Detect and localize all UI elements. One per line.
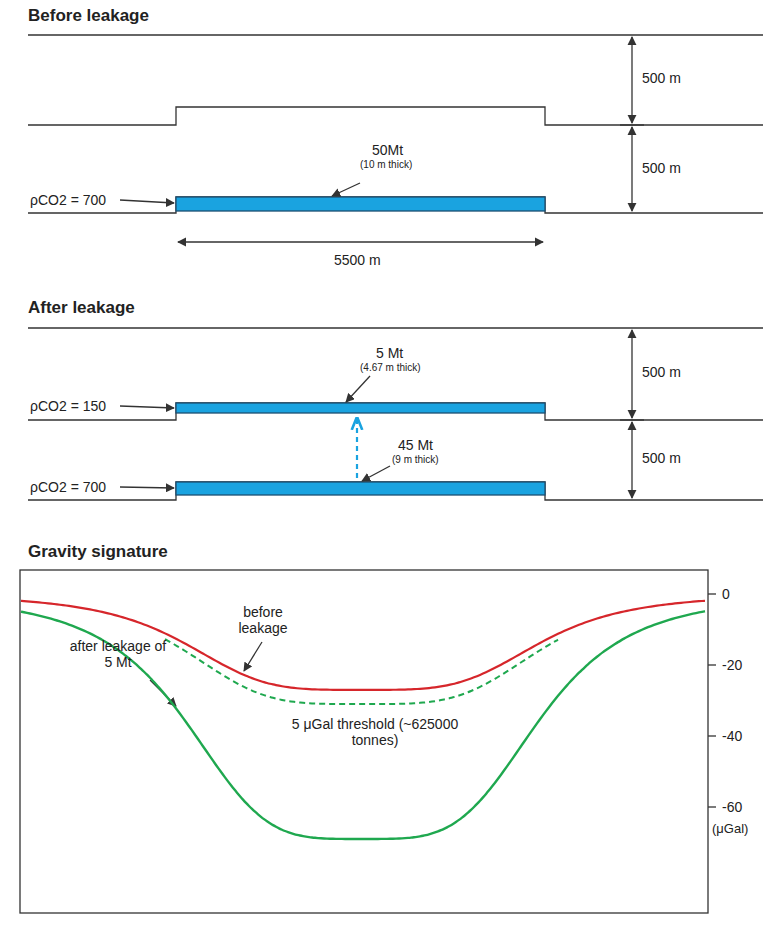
- axis-tick: [708, 735, 716, 736]
- surface-line: [28, 327, 763, 328]
- axis-tick: [708, 593, 716, 594]
- thickness-label: (10 m thick): [360, 159, 412, 171]
- panel-title: After leakage: [28, 298, 135, 318]
- leader-line: [120, 406, 174, 408]
- chart-frame: [20, 570, 708, 913]
- dimension-arrow: [631, 422, 632, 498]
- co2-layer: [176, 482, 545, 495]
- co2-layer: [176, 403, 545, 413]
- co2-layer: [176, 197, 545, 211]
- axis-tick-label: 0: [722, 586, 730, 602]
- dimension-tick: [620, 419, 644, 420]
- dimension-label: 5500 m: [334, 252, 381, 268]
- dimension-arrow: [631, 330, 632, 418]
- dimension-arrow: [631, 37, 632, 123]
- axis-tick: [708, 664, 716, 665]
- leader-line: [362, 466, 390, 481]
- axis-tick-label: -20: [722, 657, 742, 673]
- leader-line: [332, 183, 360, 196]
- dimension-label: 500 m: [642, 160, 681, 176]
- curve-label: after leakage of 5 Mt: [66, 638, 170, 670]
- horizon-line: [28, 107, 763, 125]
- dimension-tick: [620, 124, 644, 125]
- mass-label: 45 Mt: [398, 437, 433, 453]
- horizon-line: [28, 403, 763, 420]
- mass-label: 5 Mt: [376, 345, 403, 361]
- leader-line: [346, 376, 370, 402]
- dimension-label: 500 m: [642, 70, 681, 86]
- curve-label: 5 μGal threshold (~625000 tonnes): [290, 716, 460, 748]
- axis-tick-label: -40: [722, 728, 742, 744]
- reservoir-horizon: [28, 197, 763, 213]
- panel-title: Gravity signature: [28, 542, 168, 562]
- leakage-arrow: [356, 418, 358, 478]
- mass-label: 50Mt: [372, 142, 403, 158]
- dimension-label: 500 m: [642, 450, 681, 466]
- threshold-curve: [165, 639, 558, 704]
- dimension-arrow: [631, 127, 632, 211]
- after-leakage-curve: [21, 611, 705, 839]
- reservoir-horizon: [28, 482, 763, 500]
- density-label: ρCO2 = 700: [30, 479, 106, 495]
- before-leakage-curve: [21, 601, 705, 690]
- thickness-label: (4.67 m thick): [360, 362, 421, 374]
- leader-line: [120, 200, 174, 203]
- panel-title: Before leakage: [28, 6, 149, 26]
- axis-unit-label: (μGal): [712, 822, 748, 837]
- dimension-label: 500 m: [642, 364, 681, 380]
- axis-tick-label: -60: [722, 799, 742, 815]
- axis-tick: [708, 806, 716, 807]
- curve-label: before leakage: [232, 604, 294, 636]
- density-label: ρCO2 = 700: [30, 192, 106, 208]
- surface-line: [28, 34, 763, 35]
- leader-line: [244, 642, 262, 671]
- density-label: ρCO2 = 150: [30, 398, 106, 414]
- thickness-label: (9 m thick): [392, 454, 439, 466]
- dimension-arrow: [178, 241, 543, 242]
- leader-line: [120, 487, 174, 488]
